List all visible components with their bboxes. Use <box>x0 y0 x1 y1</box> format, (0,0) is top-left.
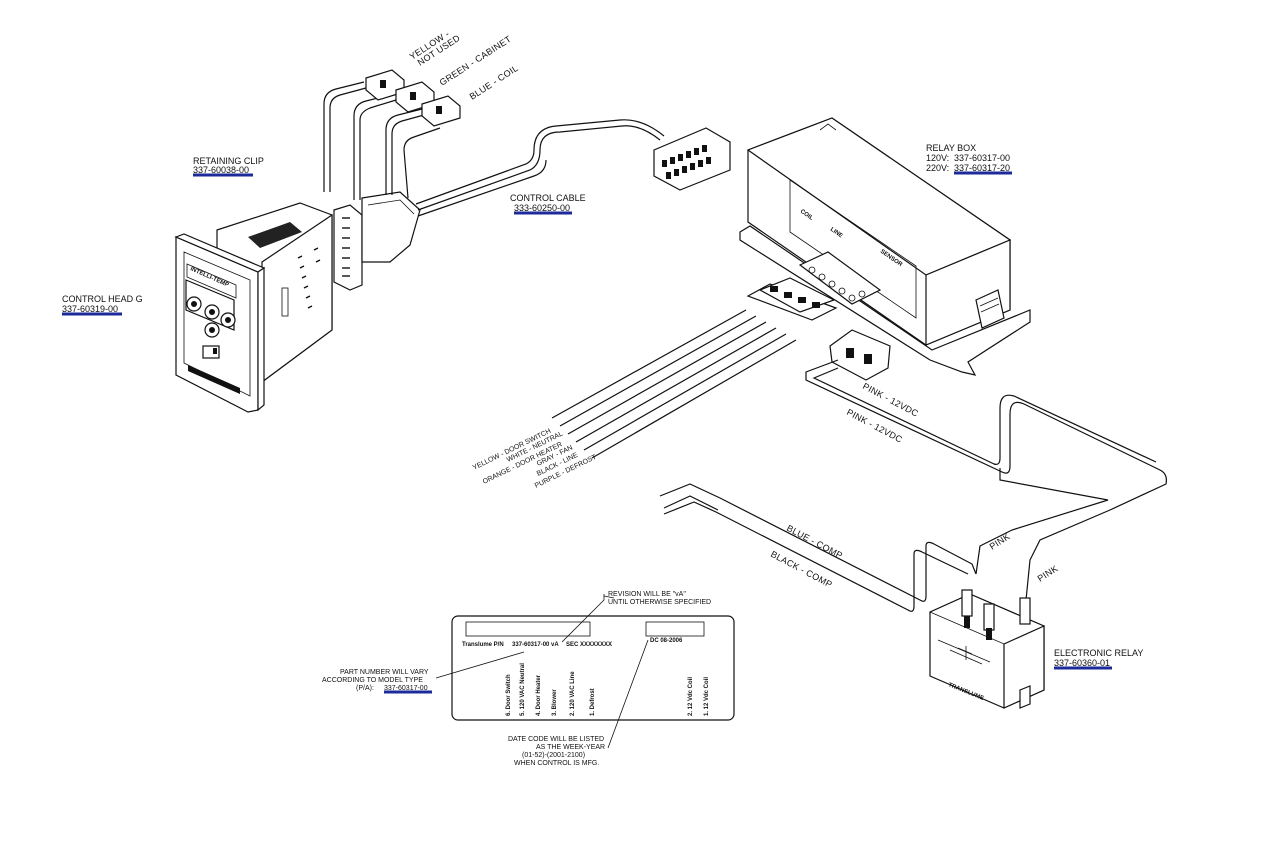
control-head-part-number: 337-60319-00 <box>62 304 118 314</box>
control-head: INTELLI-TEMP <box>174 202 333 413</box>
label-electronic-relay: ELECTRONIC RELAY <box>1054 648 1143 658</box>
label-pink-4: PINK <box>1036 563 1060 583</box>
electronic-relay: TRANSLUME <box>929 589 1045 709</box>
electronic-relay-part-number: 337-60360-01 <box>1054 658 1110 668</box>
terminal-3: 3. Blower <box>552 689 558 716</box>
vent-grille <box>248 222 302 248</box>
relay-terminal-block <box>798 251 882 305</box>
note-part-3-pn: 337-60317-00 <box>384 685 428 692</box>
control-cable <box>415 119 731 217</box>
terminal-coil-1: 1. 12 Vdc Coil <box>704 677 710 716</box>
terminal-2: 2. 120 VAC Line <box>570 671 576 716</box>
label-pink-3: PINK <box>988 531 1012 551</box>
label-blue-coil: BLUE - COIL <box>468 63 520 102</box>
label-relay-box: RELAY BOX <box>926 143 976 153</box>
label-retaining-clip: RETAINING CLIP <box>193 156 264 166</box>
relay-120-prefix: 120V: <box>926 153 949 163</box>
pink-12vdc-leads <box>805 329 1167 601</box>
relay-220-part-number: 337-60317-20 <box>954 163 1010 173</box>
label-blue-comp: BLUE - COMP <box>785 523 844 561</box>
label-control-head: CONTROL HEAD G <box>62 294 143 304</box>
note-part-1: PART NUMBER WILL VARY <box>340 669 429 676</box>
note-part-2: ACCORDING TO MODEL TYPE <box>322 677 423 684</box>
relay-120-part-number: 337-60317-00 <box>954 153 1010 163</box>
relay-box: COIL LINE SENSOR <box>739 117 1031 376</box>
note-date-4: WHEN CONTROL IS MFG. <box>514 760 599 767</box>
label-serial: SEC XXXXXXXX <box>566 642 612 648</box>
leader-lines <box>435 594 649 749</box>
terminal-4: 4. Door Heater <box>536 674 542 716</box>
six-wire-harness <box>551 277 838 459</box>
label-panel: Translume P/N 337-60317-00 vA SEC XXXXXX… <box>451 615 735 721</box>
note-date-3: (01-52)-(2001-2100) <box>522 752 585 759</box>
terminal-1: 1. Defrost <box>590 688 596 716</box>
relay-220-prefix: 220V: <box>926 163 949 173</box>
note-revision-1: REVISION WILL BE "vA" <box>608 591 686 598</box>
note-date-2: AS THE WEEK-YEAR <box>536 744 605 751</box>
label-pink-12vdc-1: PINK - 12VDC <box>861 381 920 419</box>
note-revision-2: UNTIL OTHERWISE SPECIFIED <box>608 599 711 606</box>
retaining-clip-part-number: 337-60038-00 <box>193 165 249 175</box>
coil-cabinet-leads <box>323 69 461 200</box>
wire-labels: YELLOW - DOOR SWITCH WHITE - NEUTRAL ORA… <box>472 428 599 490</box>
terminal-6: 6. Door Switch <box>506 674 512 716</box>
terminal-5: 5. 120 VAC Neutral <box>520 663 526 716</box>
retaining-clip-connector <box>333 191 421 291</box>
label-date-code: DC 08-2006 <box>650 638 683 644</box>
label-control-cable: CONTROL CABLE <box>510 193 586 203</box>
control-cable-part-number: 333-60250-00 <box>514 203 570 213</box>
terminal-coil-2: 2. 12 Vdc Coil <box>688 677 694 716</box>
control-buttons <box>186 296 236 338</box>
label-pn-prefix: Translume P/N <box>462 642 504 648</box>
label-pn-value: 337-60317-00 vA <box>512 642 559 648</box>
note-part-3-prefix: (P/A): <box>356 685 374 692</box>
relay-badge <box>975 289 1005 329</box>
comp-leads <box>659 483 977 612</box>
note-date-1: DATE CODE WILL BE LISTED <box>508 736 604 743</box>
